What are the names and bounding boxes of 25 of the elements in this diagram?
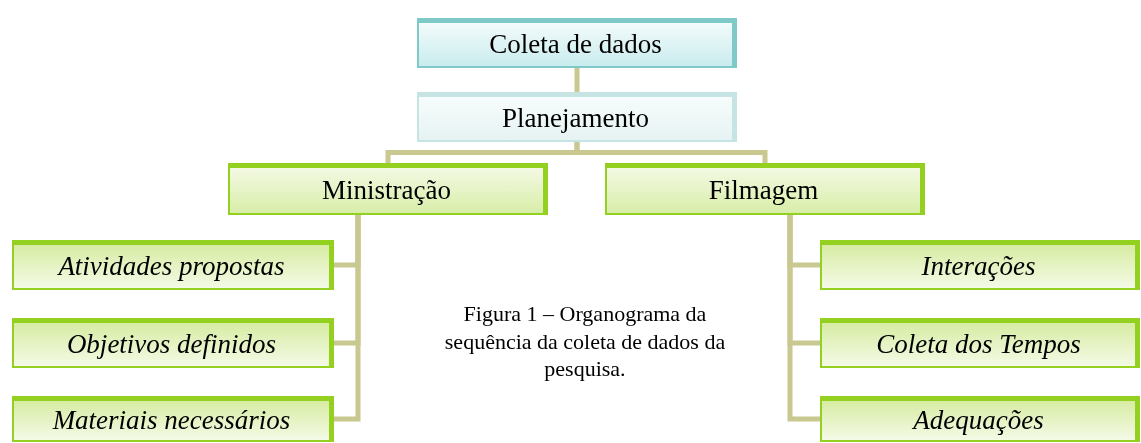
org-box [417, 18, 737, 68]
org-box [820, 396, 1140, 442]
box-label: Atividades propostas [58, 251, 285, 282]
box-label: Ministração [322, 175, 451, 206]
connector-line [574, 68, 580, 92]
org-box [605, 163, 925, 215]
org-box [820, 318, 1140, 368]
connector-line [334, 215, 361, 422]
connector-line [574, 142, 768, 163]
org-box [228, 163, 548, 215]
org-box [820, 240, 1140, 290]
org-box [12, 318, 334, 368]
figure-caption: Figura 1 – Organograma da sequência da coleta de dados da pesquisa. [443, 300, 727, 383]
box-label: Adequações [913, 405, 1044, 436]
box-label: Materiais necessários [52, 405, 291, 436]
org-box [12, 396, 334, 442]
box-label: Coleta dos Tempos [876, 329, 1081, 360]
box-label: Interações [921, 251, 1036, 282]
box-label: Coleta de dados [489, 29, 662, 60]
box-label: Objetivos definidos [66, 329, 277, 360]
box-label: Filmagem [708, 175, 819, 206]
org-box [12, 240, 334, 290]
connector-line [787, 215, 820, 422]
box-label: Planejamento [502, 103, 649, 134]
org-box [417, 92, 737, 142]
